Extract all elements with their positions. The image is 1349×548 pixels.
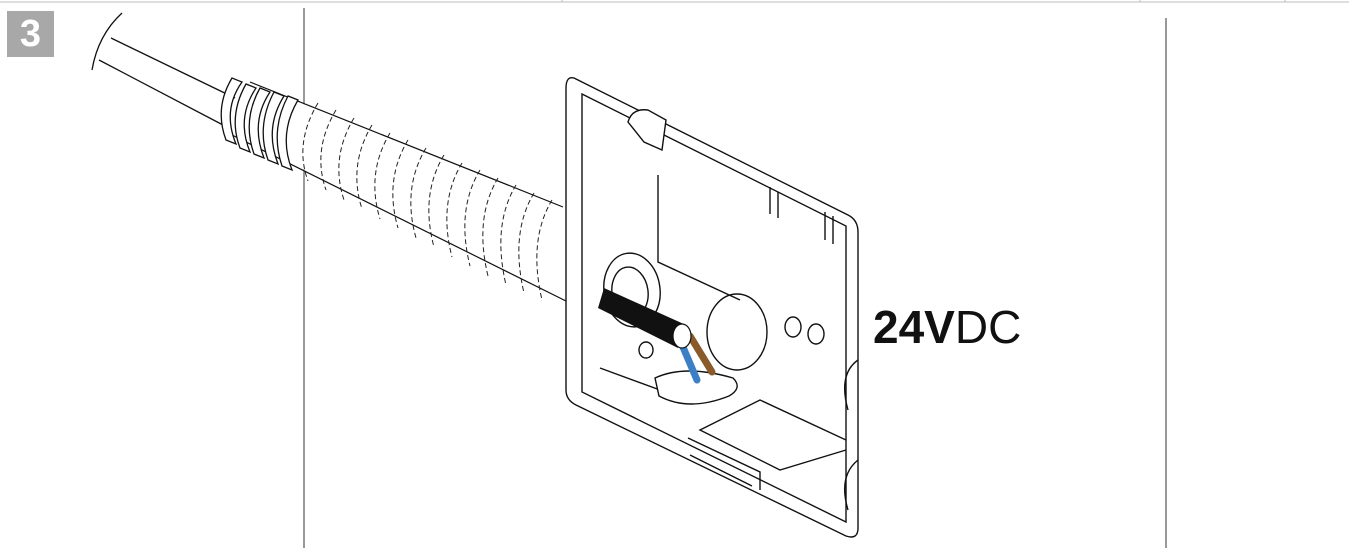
two-core-cable xyxy=(598,288,716,384)
frame-top xyxy=(0,0,1349,3)
cable-tail xyxy=(91,12,236,126)
knockout-large xyxy=(706,293,768,371)
voltage-label: 24VDC xyxy=(873,300,1021,354)
corrugated-conduit xyxy=(220,77,575,305)
voltage-unit: DC xyxy=(954,301,1022,353)
voltage-value: 24V xyxy=(873,301,955,353)
junction-box xyxy=(565,77,859,538)
step-number-badge: 3 xyxy=(7,11,54,57)
box-rim xyxy=(565,77,859,538)
